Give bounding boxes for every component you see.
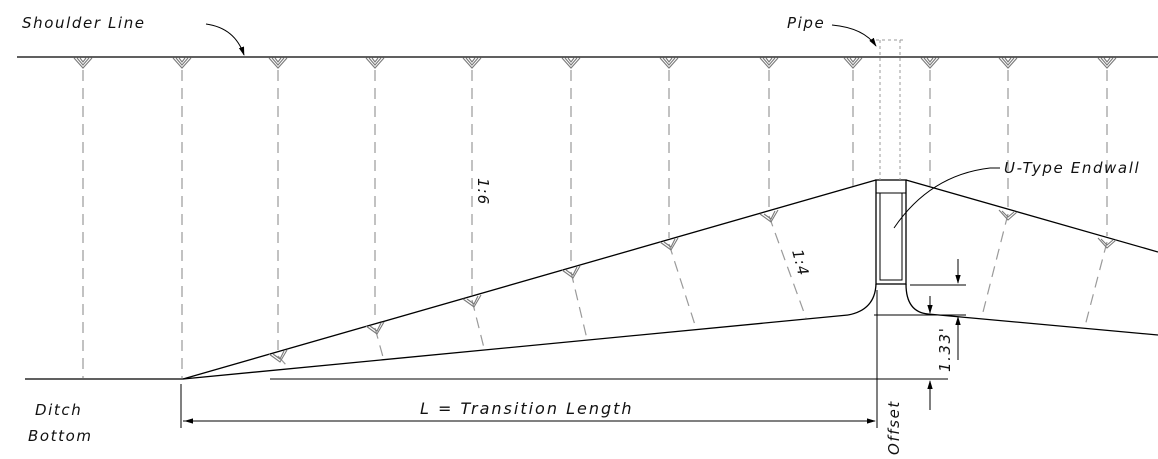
transition-length-label: L = Transition Length: [420, 399, 634, 418]
endwall-outer: [875, 179, 907, 285]
shoulder-slope-markers: [73, 57, 1117, 69]
slope-label-shoulder: 1:6: [474, 178, 492, 205]
fillet-left: [847, 283, 877, 316]
shoulder-line-leader: [205, 23, 245, 56]
ditch-label: Ditch: [35, 401, 82, 419]
slope-bottom-right: [927, 313, 1158, 336]
transition-bottom-edge: [182, 314, 849, 380]
transition-top-edge: [182, 179, 877, 380]
slope-top-right: [905, 179, 1158, 253]
pipe-label: Pipe: [787, 14, 825, 32]
endwall-inner: [879, 192, 903, 281]
offset-label: Offset: [885, 400, 903, 455]
slope-label-transition: 1:4: [788, 247, 812, 278]
transition-slope-markers: [268, 209, 1117, 363]
endwall-label: U-Type Endwall: [1004, 159, 1140, 177]
endwall-leader: [893, 167, 991, 229]
shoulder-line-label: Shoulder Line: [22, 14, 146, 32]
dim-height-label: 1.33': [936, 326, 954, 372]
slope-dashed-lines: [82, 70, 1108, 378]
bottom-label: Bottom: [28, 427, 93, 445]
fillet-right: [905, 283, 929, 315]
pipe-leader: [831, 24, 877, 47]
